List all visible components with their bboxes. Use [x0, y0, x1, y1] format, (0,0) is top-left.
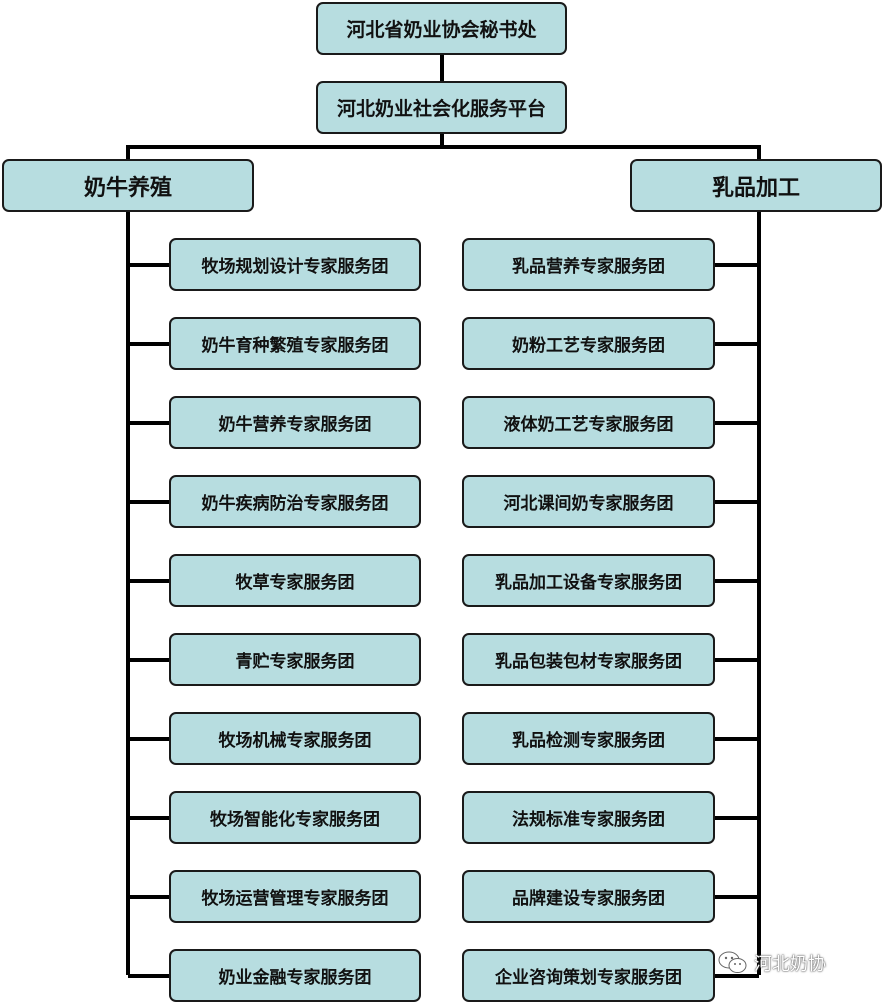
left-branch-connector [128, 973, 171, 978]
service-team-label: 牧场运营管理专家服务团 [201, 889, 389, 909]
farming-service-team: 奶牛营养专家服务团 [169, 396, 421, 449]
service-team-label: 奶粉工艺专家服务团 [512, 336, 665, 356]
right-branch-connector [713, 262, 759, 267]
right-branch-connector [713, 420, 759, 425]
service-team-label: 奶牛疾病防治专家服务团 [201, 494, 389, 514]
left-branch-connector [128, 736, 171, 741]
service-team-label: 乳品检测专家服务团 [512, 731, 665, 751]
service-team-label: 牧场智能化专家服务团 [210, 810, 380, 830]
wechat-icon [718, 950, 748, 976]
left-branch-connector [128, 894, 171, 899]
right-branch-connector [713, 815, 759, 820]
farming-service-team: 牧场智能化专家服务团 [169, 791, 421, 844]
right-branch-connector [713, 973, 759, 978]
processing-service-team: 液体奶工艺专家服务团 [462, 396, 715, 449]
farming-service-team: 奶牛育种繁殖专家服务团 [169, 317, 421, 370]
connector-right-trunk [757, 145, 761, 975]
connector-platform-down [440, 133, 444, 147]
service-team-label: 奶牛营养专家服务团 [218, 415, 372, 435]
left-branch-connector [128, 815, 171, 820]
farming-service-team: 牧草专家服务团 [169, 554, 421, 607]
farming-service-team: 牧场运营管理专家服务团 [169, 870, 421, 923]
connector-root-platform [440, 54, 444, 82]
connector-left-trunk [126, 145, 130, 975]
farming-service-team: 牧场规划设计专家服务团 [169, 238, 421, 291]
left-branch-connector [128, 262, 171, 267]
watermark: 河北奶协 [718, 946, 826, 980]
service-team-label: 液体奶工艺专家服务团 [503, 415, 674, 435]
left-branch-connector [128, 341, 171, 346]
right-branch-connector [713, 736, 759, 741]
category-dairy-farming-label: 奶牛养殖 [83, 174, 172, 201]
service-team-label: 企业咨询策划专家服务团 [495, 968, 682, 988]
service-team-label: 牧草专家服务团 [235, 573, 355, 593]
category-dairy-processing-label: 乳品加工 [711, 174, 800, 201]
right-branch-connector [713, 578, 759, 583]
service-team-label: 青贮专家服务团 [235, 652, 355, 672]
service-team-label: 牧场规划设计专家服务团 [201, 257, 389, 277]
service-team-label: 牧场机械专家服务团 [218, 731, 372, 751]
service-team-label: 法规标准专家服务团 [512, 810, 665, 830]
left-branch-connector [128, 420, 171, 425]
category-dairy-farming: 奶牛养殖 [2, 159, 254, 212]
processing-service-team: 企业咨询策划专家服务团 [462, 949, 715, 1002]
service-team-label: 品牌建设专家服务团 [512, 889, 665, 909]
processing-service-team: 河北课间奶专家服务团 [462, 475, 715, 528]
processing-service-team: 乳品营养专家服务团 [462, 238, 715, 291]
right-branch-connector [713, 894, 759, 899]
service-team-label: 乳品营养专家服务团 [512, 257, 665, 277]
farming-service-team: 青贮专家服务团 [169, 633, 421, 686]
root-node-label: 河北省奶业协会秘书处 [346, 19, 537, 41]
service-team-label: 奶业金融专家服务团 [218, 968, 372, 988]
farming-service-team: 奶牛疾病防治专家服务团 [169, 475, 421, 528]
farming-service-team: 奶业金融专家服务团 [169, 949, 421, 1002]
processing-service-team: 乳品加工设备专家服务团 [462, 554, 715, 607]
right-branch-connector [713, 499, 759, 504]
processing-service-team: 奶粉工艺专家服务团 [462, 317, 715, 370]
left-branch-connector [128, 657, 171, 662]
watermark-text: 河北奶协 [754, 954, 826, 975]
category-dairy-processing: 乳品加工 [630, 159, 882, 212]
platform-node-label: 河北奶业社会化服务平台 [336, 98, 546, 120]
right-branch-connector [713, 341, 759, 346]
farming-service-team: 牧场机械专家服务团 [169, 712, 421, 765]
service-team-label: 河北课间奶专家服务团 [503, 494, 674, 514]
service-team-label: 乳品加工设备专家服务团 [495, 573, 682, 593]
processing-service-team: 法规标准专家服务团 [462, 791, 715, 844]
left-branch-connector [128, 578, 171, 583]
processing-service-team: 品牌建设专家服务团 [462, 870, 715, 923]
service-team-label: 乳品包装包材专家服务团 [495, 652, 682, 672]
connector-horizontal-bus [126, 145, 761, 149]
processing-service-team: 乳品检测专家服务团 [462, 712, 715, 765]
left-branch-connector [128, 499, 171, 504]
right-branch-connector [713, 657, 759, 662]
processing-service-team: 乳品包装包材专家服务团 [462, 633, 715, 686]
platform-node: 河北奶业社会化服务平台 [316, 81, 567, 134]
service-team-label: 奶牛育种繁殖专家服务团 [201, 336, 389, 356]
root-node-secretariat: 河北省奶业协会秘书处 [316, 2, 567, 55]
